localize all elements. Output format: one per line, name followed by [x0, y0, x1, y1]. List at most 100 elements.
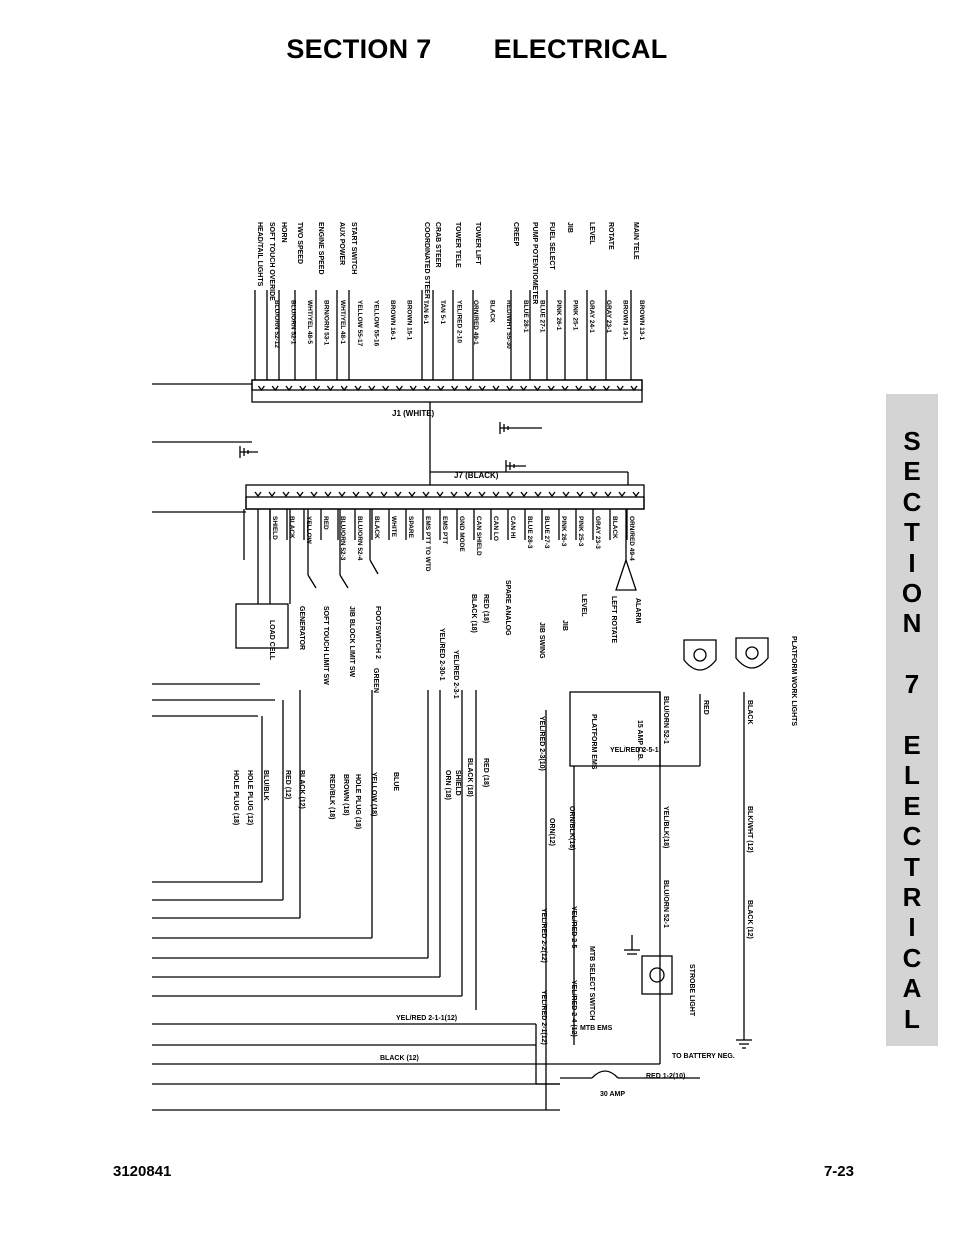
- side-tab-letter: C: [902, 821, 922, 852]
- connector-pin: [547, 385, 555, 392]
- wire-label: RED (18): [482, 594, 489, 623]
- connector-pin: [478, 385, 486, 392]
- connector-pin: [618, 491, 626, 498]
- side-tab-letter: E: [903, 730, 921, 760]
- connector-pin: [409, 385, 417, 392]
- wire-label: RED: [702, 700, 709, 715]
- function-label: HEAD/TAIL LIGHTS: [256, 222, 263, 287]
- connector-pin: [464, 491, 472, 498]
- wire-label: WHT/YEL 48-1: [339, 300, 346, 344]
- wire-label: HOLE PLUG (18): [232, 770, 239, 825]
- connector-pin: [394, 491, 402, 498]
- wire-label: BLU/ORN 52-3: [339, 516, 346, 561]
- connector-j1-label: J1 (WHITE): [392, 409, 435, 418]
- wire-label: BRN/ORN 53-1: [323, 300, 330, 346]
- wire-label: YEL/RED 2-3(10): [538, 716, 545, 771]
- connector-pin: [338, 491, 346, 498]
- wire-label: ORN/BLK(18): [568, 806, 575, 850]
- connector-pin: [437, 385, 445, 392]
- wire-label: ORN(12): [548, 818, 555, 846]
- side-tab-letter: R: [902, 882, 922, 912]
- component-label: FOOTSWITCH 2: [374, 606, 381, 659]
- wire-label: BLACK: [489, 300, 496, 323]
- function-label: JIB: [566, 222, 573, 233]
- connector-pin: [366, 491, 374, 498]
- wire-label: BLACK: [611, 516, 618, 539]
- connector-pin: [423, 385, 431, 392]
- component-label: GENERATOR: [298, 606, 305, 650]
- component-label: 15 AMP C.B.: [636, 720, 643, 761]
- connector-pin: [408, 491, 416, 498]
- wire-label: PINK 25-3: [577, 516, 584, 547]
- connector-pin: [602, 385, 610, 392]
- connector-pin: [464, 385, 472, 392]
- connector-pin: [630, 385, 638, 392]
- wire-label: CAN HI: [509, 516, 516, 539]
- component-label: JIB BLOCK LIMIT SW: [348, 606, 355, 678]
- component-label: TO BATTERY NEG.: [672, 1053, 735, 1060]
- connector-pin: [632, 491, 640, 498]
- wire-label: BLACK (12): [298, 770, 305, 809]
- wire-label: GRAY 23-1: [605, 300, 612, 333]
- wire-label: BROWN 13-1: [638, 300, 645, 340]
- side-tab-letter: E: [903, 790, 921, 821]
- wire-label: YEL/RED 2-1(12): [540, 990, 547, 1045]
- connector-pin: [352, 491, 360, 498]
- function-label: SOFT TOUCH OVERIDE: [268, 222, 275, 301]
- wire-label: ORN/RED 49-1: [472, 300, 479, 345]
- function-label: ROTATE: [607, 222, 614, 250]
- component-label: MTB EMS: [580, 1025, 613, 1032]
- connector-pin: [604, 491, 612, 498]
- wire-label: BROWN (18): [342, 774, 349, 816]
- connector-pin: [296, 491, 304, 498]
- function-label: AUX POWER: [338, 222, 345, 265]
- connector-pin: [436, 491, 444, 498]
- work-light-lamp-right: [735, 637, 769, 669]
- connector-pin: [271, 385, 279, 392]
- wire-label: ORN/RED 49-4: [628, 516, 635, 561]
- wire-label: YEL/RED 2-30-1: [438, 628, 445, 681]
- wire-label: CAN LO: [492, 516, 499, 541]
- function-label: ENGINE SPEED: [317, 222, 324, 275]
- component-label: 30 AMP: [600, 1091, 625, 1098]
- wire-label: RED 1-2(10): [646, 1073, 685, 1080]
- connector-pin: [326, 385, 334, 392]
- function-label: CREEP: [512, 222, 519, 246]
- wire-label: BLACK (18): [470, 594, 477, 633]
- connector-pin: [257, 385, 265, 392]
- wire-label: BLACK: [373, 516, 380, 539]
- wire-label: BLUE 27-1: [538, 300, 545, 333]
- connector-pin: [590, 491, 598, 498]
- strobe-light-box: [641, 955, 673, 995]
- connector-pin: [313, 385, 321, 392]
- component-label: MTB SELECT SWITCH: [588, 946, 595, 1020]
- component-label: STROBE LIGHT: [688, 964, 695, 1017]
- connector-pin: [616, 385, 624, 392]
- function-label: TOWER LIFT: [474, 222, 481, 265]
- page-number: 7-23: [823, 1163, 854, 1180]
- connector-pin: [254, 491, 262, 498]
- wire-label: SPARE: [407, 516, 414, 539]
- side-tab-letter: C: [902, 942, 922, 973]
- work-light-lamp-left: [683, 639, 717, 671]
- side-tab-letter: N: [902, 608, 922, 639]
- wire-label: GREEN: [372, 668, 379, 693]
- wire-label: RED (12): [284, 770, 291, 799]
- component-label: PLATFORM EMS: [590, 714, 597, 770]
- wire-label: BLU/ORN 52-1: [662, 696, 669, 744]
- wire-label: BLUE 27-3: [543, 516, 550, 549]
- connector-pin: [478, 491, 486, 498]
- wire-label: BLUE 28-3: [526, 516, 533, 549]
- connector-pin: [324, 491, 332, 498]
- document-number: 3120841: [113, 1163, 172, 1180]
- wire-label: BROWN 16-1: [389, 300, 396, 340]
- section-label: SECTION 7: [286, 34, 432, 64]
- connector-pin: [382, 385, 390, 392]
- side-tab-letter: E: [903, 456, 921, 487]
- wire-label: RED (18): [482, 758, 489, 787]
- connector-j7-label: J7 (BLACK): [454, 471, 499, 480]
- function-label: FUEL SELECT: [548, 222, 555, 270]
- wire-label: BLK/WHT (12): [746, 806, 753, 853]
